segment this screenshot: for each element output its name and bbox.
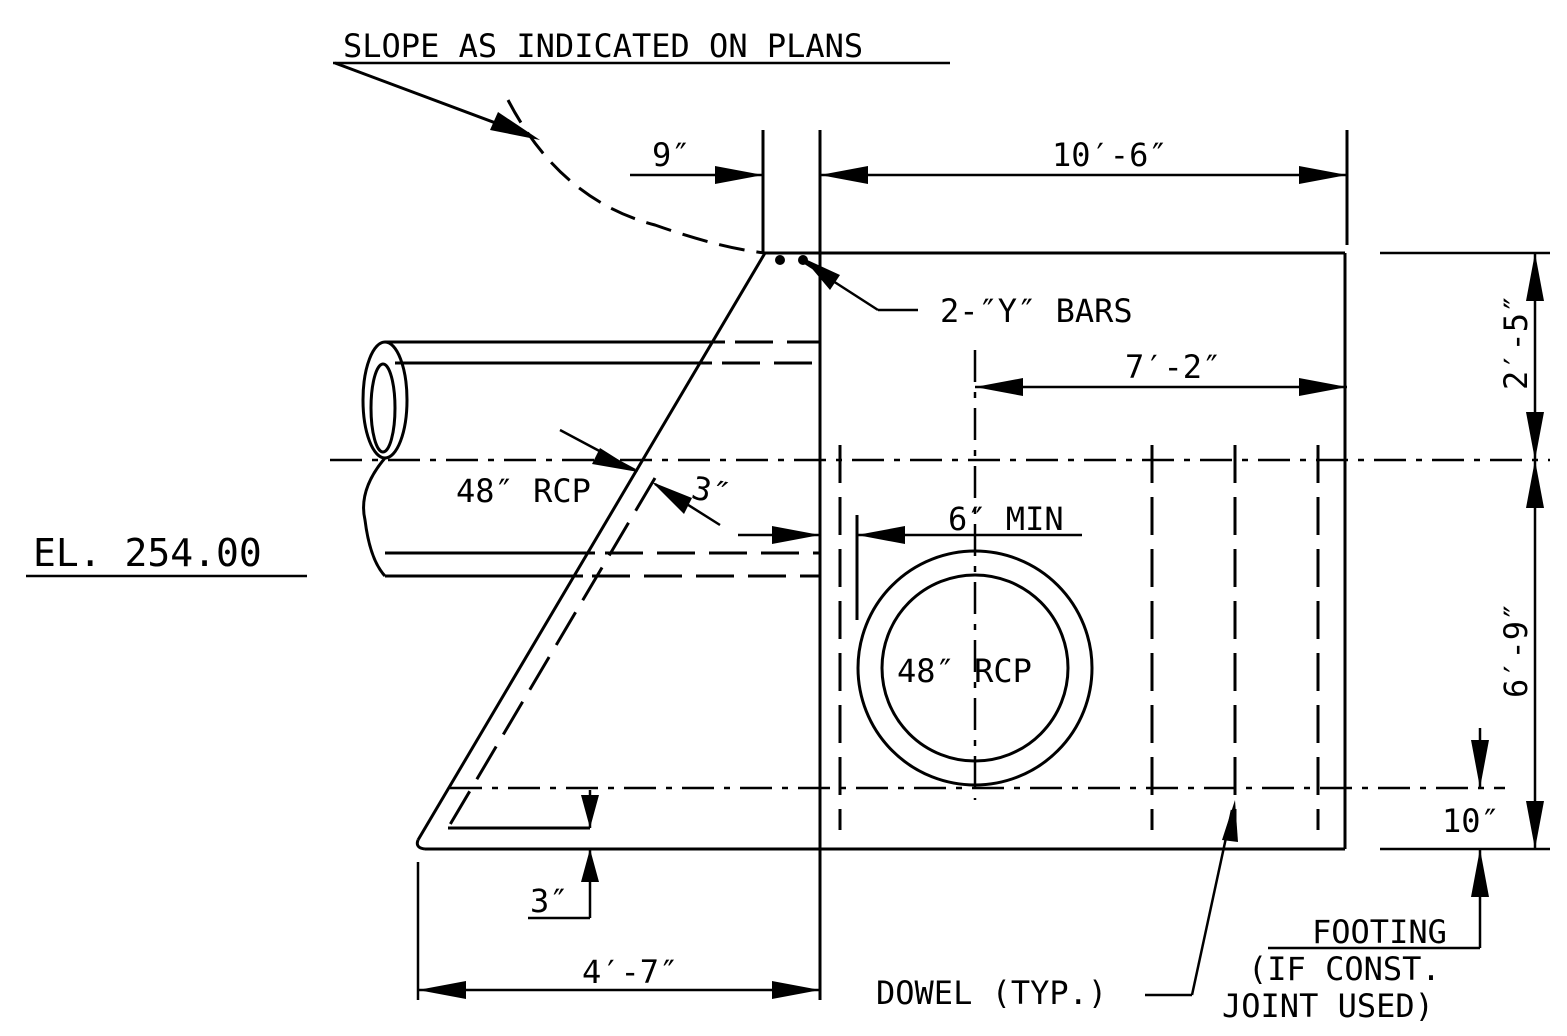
slope-note-text: SLOPE AS INDICATED ON PLANS (343, 27, 863, 65)
svg-text:DOWEL (TYP.): DOWEL (TYP.) (876, 974, 1107, 1012)
svg-text:7′-2″: 7′-2″ (1125, 348, 1221, 386)
pipe-section: 48″ RCP (856, 549, 1094, 787)
dim-4ft7in: 4′-7″ (416, 862, 820, 1000)
dowel-lines (838, 445, 1320, 830)
dowel-callout: DOWEL (TYP.) (876, 800, 1238, 1012)
pipe-elevation (361, 340, 820, 578)
svg-text:EL. 254.00: EL. 254.00 (33, 531, 262, 575)
svg-text:3″: 3″ (530, 882, 569, 920)
svg-text:JOINT USED): JOINT USED) (1222, 987, 1434, 1025)
sloped-reinforcement (446, 477, 657, 830)
y-bars-callout: 2-″Y″ BARS (775, 255, 1133, 330)
slope-note: SLOPE AS INDICATED ON PLANS (333, 27, 950, 140)
dim-7ft2in: 7′-2″ (975, 348, 1347, 396)
dim-9in: 9″ (630, 136, 763, 184)
dim-6in-min: 6″ MIN (738, 500, 1082, 544)
svg-text:2-″Y″ BARS: 2-″Y″ BARS (940, 292, 1133, 330)
dim-3in-slope: 3″ (652, 469, 734, 527)
svg-text:10″: 10″ (1442, 802, 1500, 840)
elevation-label: EL. 254.00 (26, 531, 307, 578)
svg-text:FOOTING: FOOTING (1312, 913, 1447, 951)
dim-6ft9in-label: 6′-9″ (1497, 602, 1535, 698)
svg-text:9″: 9″ (652, 136, 691, 174)
pipe-center-label: 48″ RCP (897, 652, 1032, 690)
svg-text:10′-6″: 10′-6″ (1052, 136, 1168, 174)
dim-right-side: 2′-5″ 6′-9″ (1380, 251, 1550, 851)
svg-text:6″ MIN: 6″ MIN (948, 500, 1064, 538)
svg-text:(IF CONST.: (IF CONST. (1248, 950, 1441, 988)
dim-10in: 10″ (1442, 728, 1500, 948)
svg-text:48″ RCP: 48″ RCP (456, 472, 591, 510)
svg-text:4′-7″: 4′-7″ (582, 953, 678, 991)
pipe-left-label: 48″ RCP (456, 428, 638, 510)
slope-curve (506, 99, 766, 255)
dim-2ft5in-label: 2′-5″ (1497, 294, 1535, 390)
dim-10ft6in: 10′-6″ (820, 136, 1347, 184)
dim-3in-bottom: 3″ (528, 790, 599, 920)
footing-note: FOOTING (IF CONST. JOINT USED) (1222, 913, 1480, 1025)
headwall-outline (415, 130, 1349, 1000)
svg-text:3″: 3″ (688, 469, 734, 514)
